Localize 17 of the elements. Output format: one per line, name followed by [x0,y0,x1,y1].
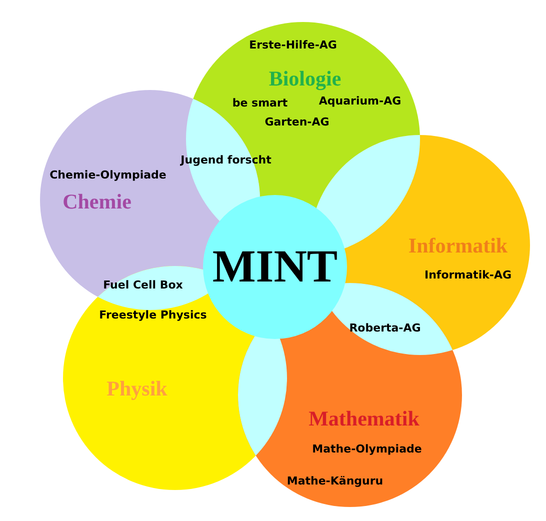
activity-label: Chemie-Olympiade [50,168,166,182]
center-title: MINT [212,240,338,292]
subject-title: Physik [106,376,168,402]
subject-title: Mathematik [308,406,420,432]
subject-title: Biologie [268,66,342,92]
subject-title: Informatik [408,234,508,258]
activity-label: Fuel Cell Box [103,278,183,292]
activity-label: Mathe-Olympiade [312,442,422,456]
activity-label: Garten-AG [264,116,330,128]
subject-title: Chemie [62,190,132,214]
activity-label: Erste-Hilfe-AG [249,38,337,52]
activity-label: Roberta-AG [349,322,421,334]
activity-label: be smart [232,96,288,110]
activity-label: Aquarium-AG [318,94,402,108]
activity-label: Informatik-AG [424,268,512,282]
activity-label: Freestyle Physics [99,308,207,322]
activity-label: Mathe-Känguru [286,474,384,488]
